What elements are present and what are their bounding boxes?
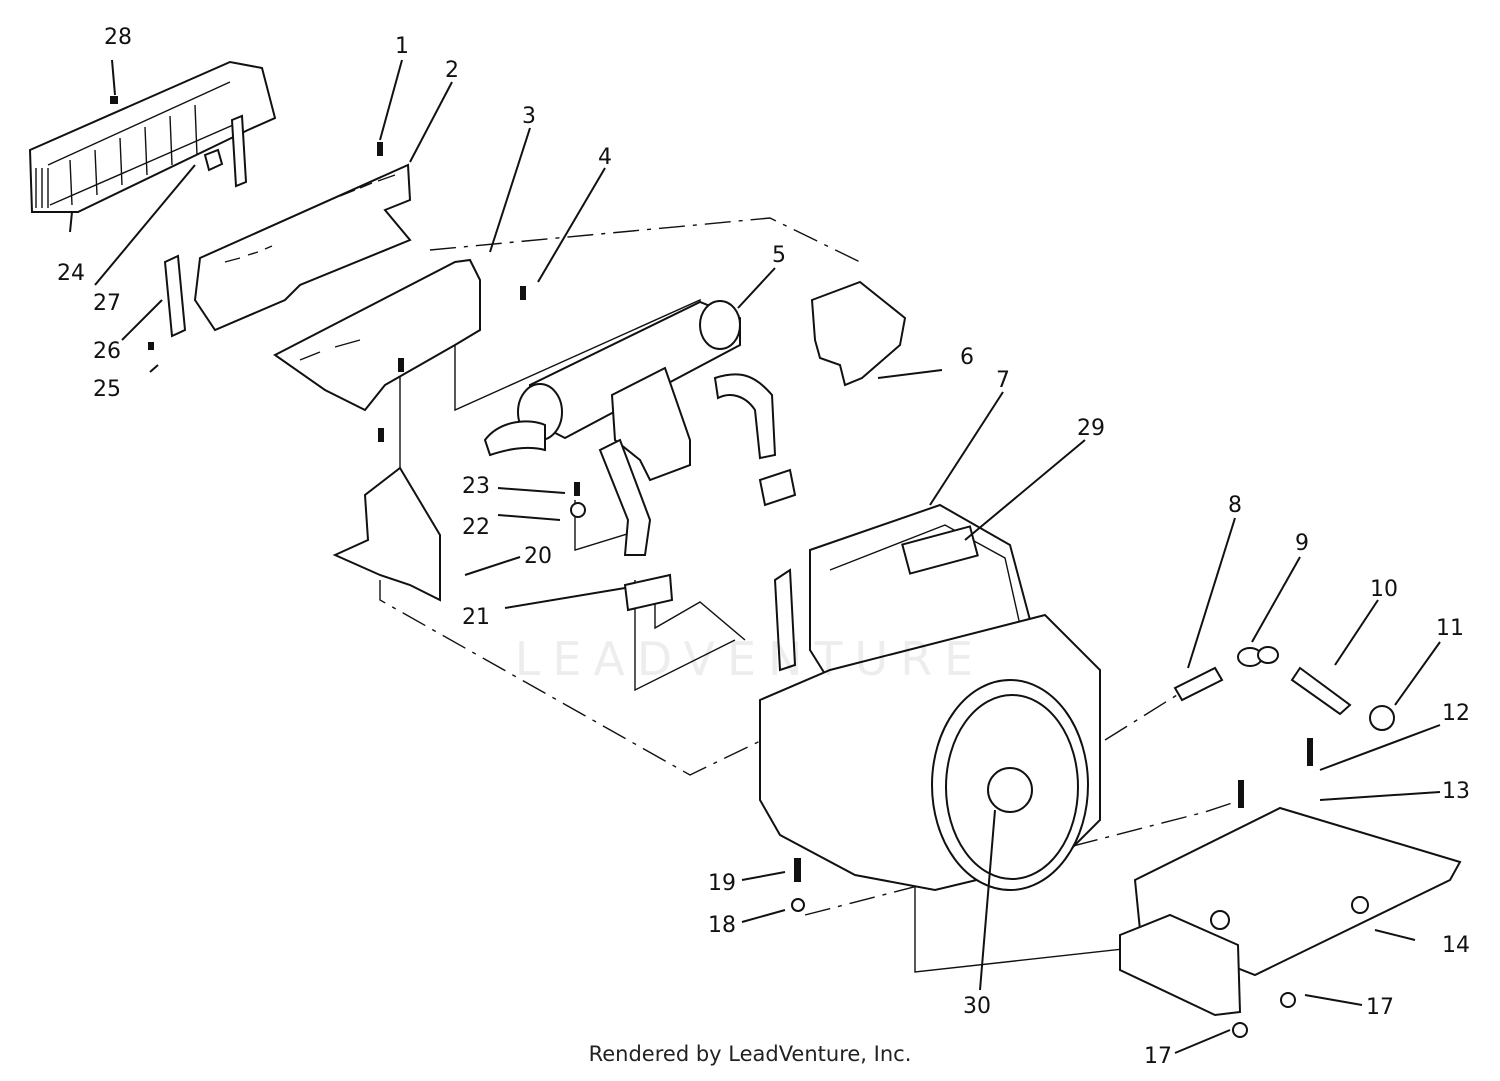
leader-lines bbox=[69, 59, 1441, 1054]
callout-28: 28 bbox=[104, 25, 132, 50]
callout-13: 13 bbox=[1442, 779, 1470, 804]
engine-mounting-plate bbox=[1119, 806, 1462, 1017]
callout-3: 3 bbox=[522, 104, 536, 129]
callout-17-lower: 17 bbox=[1144, 1044, 1172, 1069]
callout-12: 12 bbox=[1442, 701, 1470, 726]
callout-7: 7 bbox=[996, 368, 1010, 393]
callout-17-upper: 17 bbox=[1366, 995, 1394, 1020]
callout-24: 24 bbox=[57, 261, 85, 286]
callout-9: 9 bbox=[1295, 531, 1309, 556]
engine bbox=[759, 503, 1101, 892]
heat-shield bbox=[193, 163, 412, 332]
callout-25: 25 bbox=[93, 377, 121, 402]
callout-19: 19 bbox=[708, 871, 736, 896]
callout-20: 20 bbox=[524, 544, 552, 569]
side-shield bbox=[332, 466, 441, 602]
callout-14: 14 bbox=[1442, 933, 1470, 958]
callout-23: 23 bbox=[462, 474, 490, 499]
grille-assembly bbox=[28, 60, 277, 213]
callout-11: 11 bbox=[1436, 616, 1464, 641]
callout-2: 2 bbox=[445, 58, 459, 83]
callout-18: 18 bbox=[708, 913, 736, 938]
callout-27: 27 bbox=[93, 291, 121, 316]
fasteners bbox=[110, 96, 1313, 1038]
mounting-bracket bbox=[163, 254, 187, 338]
callout-26: 26 bbox=[93, 339, 121, 364]
muffler bbox=[483, 300, 797, 612]
callout-6: 6 bbox=[960, 345, 974, 370]
oil-drain-fittings bbox=[1173, 646, 1395, 731]
callout-1: 1 bbox=[395, 34, 409, 59]
engine-cover bbox=[810, 280, 907, 387]
callout-30: 29 bbox=[1077, 416, 1105, 441]
callout-22: 22 bbox=[462, 515, 490, 540]
callout-labels: 1 2 3 4 5 6 7 29 8 9 10 11 12 13 14 17 1… bbox=[57, 25, 1470, 1069]
muffler-shield bbox=[273, 258, 481, 412]
footer-credit: Rendered by LeadVenture, Inc. bbox=[588, 1042, 912, 1066]
callout-21: 21 bbox=[462, 605, 490, 630]
callout-8: 8 bbox=[1228, 493, 1242, 518]
callout-5: 5 bbox=[772, 243, 786, 268]
callout-4: 4 bbox=[598, 145, 612, 170]
callout-10: 10 bbox=[1370, 577, 1398, 602]
callout-29: 30 bbox=[963, 994, 991, 1019]
watermark: LEADVENTURE bbox=[514, 632, 986, 686]
